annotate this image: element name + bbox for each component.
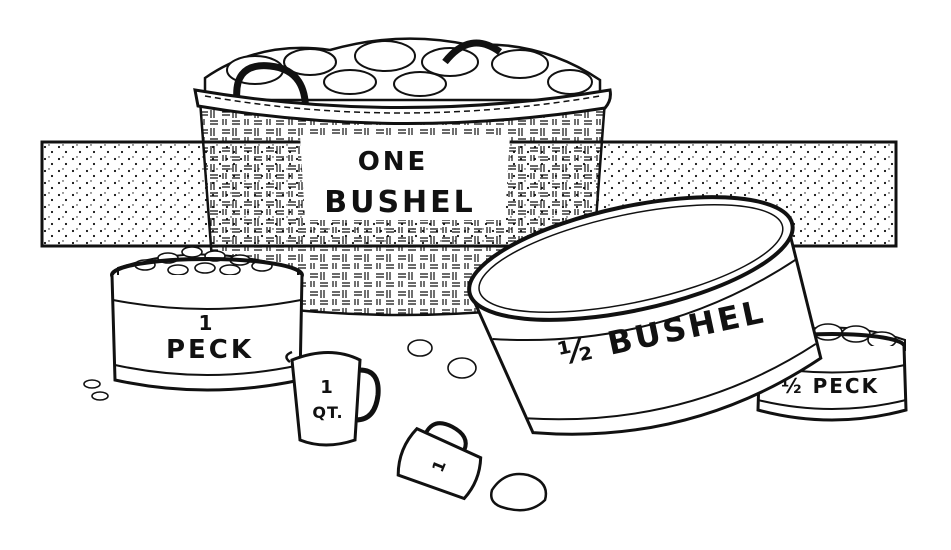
scattered-beans	[83, 339, 477, 401]
pint-measure: 1	[396, 421, 483, 501]
bushel-label-line1: ONE	[358, 147, 429, 177]
peck-beans	[134, 246, 273, 276]
loose-potato	[490, 472, 548, 512]
pint-label-number: 1	[428, 455, 451, 475]
basket-handle-left	[233, 62, 310, 121]
bushel-basket: ONE BUSHEL	[193, 37, 612, 317]
half-bushel-tin: ½ BUSHEL	[467, 195, 823, 436]
quart-label-unit: QT.	[312, 403, 343, 422]
quart-measure: 1 QT.	[285, 350, 381, 447]
peck-tin: 1 PECK	[110, 246, 304, 392]
basket-handle-right	[442, 39, 503, 65]
peck-label-word: PECK	[166, 335, 254, 365]
half-peck-tin: ½ PECK	[756, 323, 908, 422]
bushel-label-line2: BUSHEL	[324, 185, 476, 220]
peck-label-number: 1	[199, 311, 216, 335]
quart-label-number: 1	[320, 377, 336, 398]
half-peck-label: ½ PECK	[781, 374, 879, 398]
